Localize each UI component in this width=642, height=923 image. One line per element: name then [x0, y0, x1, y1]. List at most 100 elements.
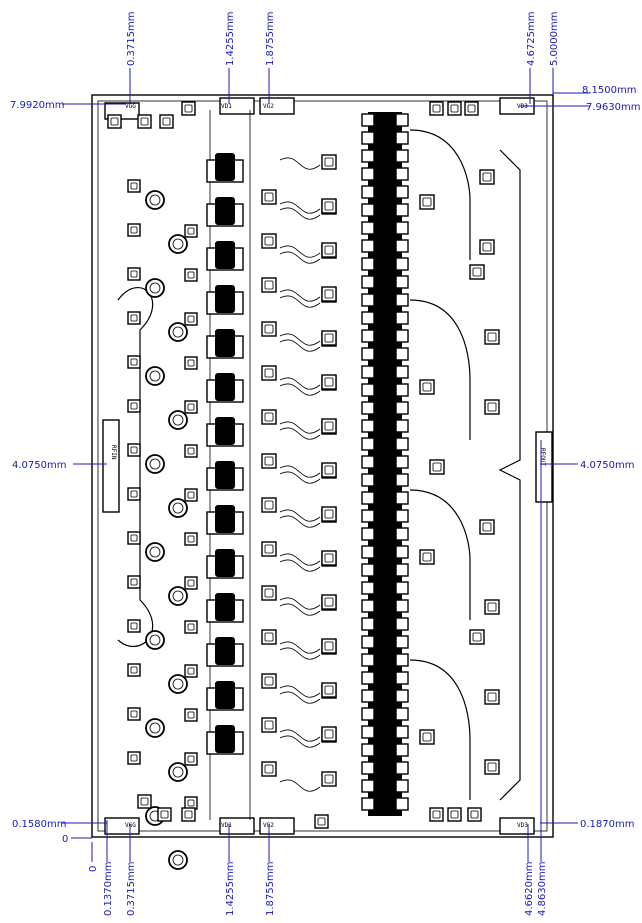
transistor-body: [215, 549, 235, 577]
via-pad: [157, 807, 172, 822]
meander-line: [279, 333, 321, 346]
via-pad: [184, 576, 198, 590]
finger-via: [361, 707, 375, 721]
via-pad-inner: [264, 192, 274, 202]
via-pad: [137, 114, 152, 129]
via-pad-inner: [187, 359, 195, 367]
finger-via: [395, 113, 409, 127]
via-pad-inner: [187, 623, 195, 631]
spiral-inductor: [168, 586, 188, 606]
via-pad: [469, 264, 485, 280]
via-pad-inner: [317, 817, 326, 826]
via-pad-inner: [264, 280, 274, 290]
finger-via: [361, 365, 375, 379]
finger-via: [395, 671, 409, 685]
via-pad-inner: [324, 333, 334, 343]
via-pad-inner: [470, 810, 479, 819]
via-pad: [184, 444, 198, 458]
spiral-inductor: [145, 542, 165, 562]
pad-vg2-top: VG2: [263, 103, 274, 110]
via-pad-inner: [264, 412, 274, 422]
spiral-inductor: [168, 498, 188, 518]
matching-line: [409, 299, 471, 440]
via-pad-inner: [487, 602, 497, 612]
dim-top-14255: 1.4255mm: [225, 12, 236, 66]
finger-via: [395, 311, 409, 325]
via-pad: [261, 453, 277, 469]
meander-line: [279, 597, 321, 610]
spiral-inductor-core: [172, 238, 184, 250]
via-pad-inner: [324, 289, 334, 299]
finger-via: [395, 617, 409, 631]
via-pad-inner: [187, 403, 195, 411]
spiral-inductor: [145, 366, 165, 386]
output-combiner: [498, 149, 521, 801]
via-pad-inner: [422, 732, 432, 742]
via-pad: [127, 399, 141, 413]
finger-via: [395, 275, 409, 289]
finger-via: [395, 599, 409, 613]
bond-pad: [499, 817, 535, 835]
via-pad: [137, 794, 152, 809]
spiral-inductor-core: [172, 766, 184, 778]
via-pad-inner: [324, 245, 334, 255]
via-pad-inner: [467, 104, 476, 113]
spiral-inductor: [145, 190, 165, 210]
rfin-pad: [102, 419, 120, 513]
via-pad-inner: [130, 666, 138, 674]
via-pad: [447, 101, 462, 116]
via-pad: [321, 330, 337, 346]
via-pad: [184, 620, 198, 634]
via-pad-inner: [130, 578, 138, 586]
spiral-inductor-core: [149, 370, 161, 382]
via-pad-inner: [264, 368, 274, 378]
via-pad-inner: [264, 588, 274, 598]
via-pad: [314, 814, 329, 829]
meander-line: [279, 559, 321, 572]
meander-line: [279, 289, 321, 302]
via-pad: [261, 277, 277, 293]
via-pad: [127, 531, 141, 545]
via-pad-inner: [130, 314, 138, 322]
via-pad-inner: [130, 490, 138, 498]
via-pad: [127, 619, 141, 633]
transistor-body: [215, 329, 235, 357]
via-pad: [261, 189, 277, 205]
via-pad-inner: [130, 358, 138, 366]
via-pad: [419, 194, 435, 210]
via-pad-inner: [264, 544, 274, 554]
via-pad: [321, 594, 337, 610]
finger-via: [395, 221, 409, 235]
via-pad: [429, 459, 445, 475]
dimension-lines: [62, 68, 590, 862]
dim-left-zero: 0: [62, 834, 68, 845]
finger-via: [361, 131, 375, 145]
via-pad-inner: [140, 117, 149, 126]
dim-right-7963: 7.9630mm: [586, 102, 640, 113]
transistor-body: [215, 241, 235, 269]
finger-via: [361, 113, 375, 127]
finger-via: [361, 527, 375, 541]
finger-via: [395, 581, 409, 595]
finger-via: [361, 599, 375, 613]
finger-via: [361, 635, 375, 649]
via-pad: [261, 629, 277, 645]
via-pad-inner: [264, 676, 274, 686]
finger-via: [361, 725, 375, 739]
via-pad: [429, 807, 444, 822]
spiral-inductor-core: [149, 634, 161, 646]
meander-line: [279, 647, 321, 660]
pad-vgg-top: VGG: [125, 103, 136, 110]
via-pad: [261, 761, 277, 777]
via-pad-inner: [187, 535, 195, 543]
via-pad-inner: [160, 810, 169, 819]
meander-line: [279, 465, 321, 478]
via-pad: [127, 663, 141, 677]
via-pad-inner: [130, 622, 138, 630]
via-pad: [479, 519, 495, 535]
meander-line: [279, 553, 321, 566]
via-pad-inner: [264, 500, 274, 510]
via-pad: [419, 549, 435, 565]
pad-vd3-bottom: VD3: [517, 822, 528, 829]
via-pad-inner: [432, 104, 441, 113]
